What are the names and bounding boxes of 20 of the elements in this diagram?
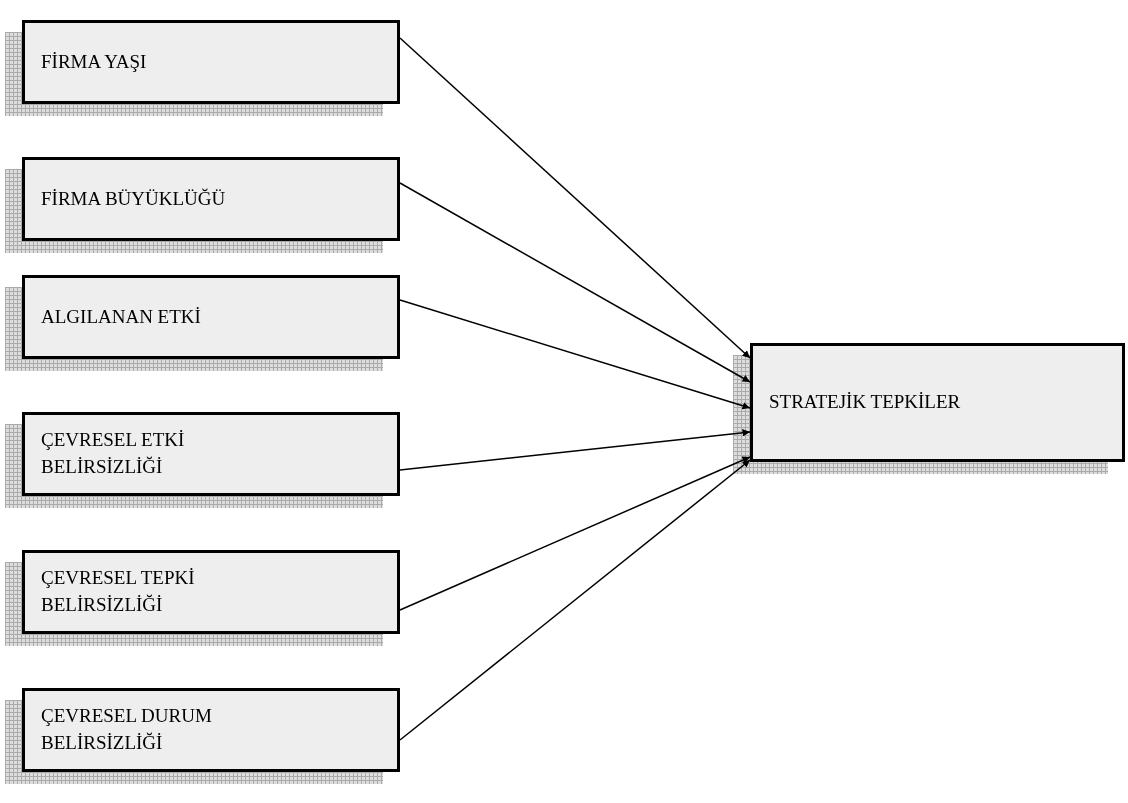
box-label: ÇEVRESEL TEPKİ BELİRSİZLİĞİ: [41, 566, 196, 617]
concept-box: [22, 412, 400, 496]
arrow: [399, 37, 751, 359]
concept-box: [22, 275, 400, 359]
box-label: FİRMA YAŞI: [41, 49, 147, 74]
concept-box: [22, 550, 400, 634]
box-label: ÇEVRESEL ETKİ BELİRSİZLİĞİ: [41, 428, 186, 479]
concept-box: [22, 20, 400, 104]
arrow: [399, 456, 751, 611]
box-label: FİRMA BÜYÜKLÜĞÜ: [41, 186, 226, 211]
box-label: STRATEJİK TEPKİLER: [769, 390, 961, 415]
arrow: [399, 429, 751, 471]
concept-box: [750, 343, 1125, 462]
arrow: [399, 299, 751, 410]
box-label: ALGILANAN ETKİ: [41, 304, 201, 329]
arrow: [399, 459, 751, 741]
concept-box: [22, 688, 400, 772]
box-label: ÇEVRESEL DURUM BELİRSİZLİĞİ: [41, 704, 213, 755]
arrow: [399, 182, 751, 383]
concept-box: [22, 157, 400, 241]
